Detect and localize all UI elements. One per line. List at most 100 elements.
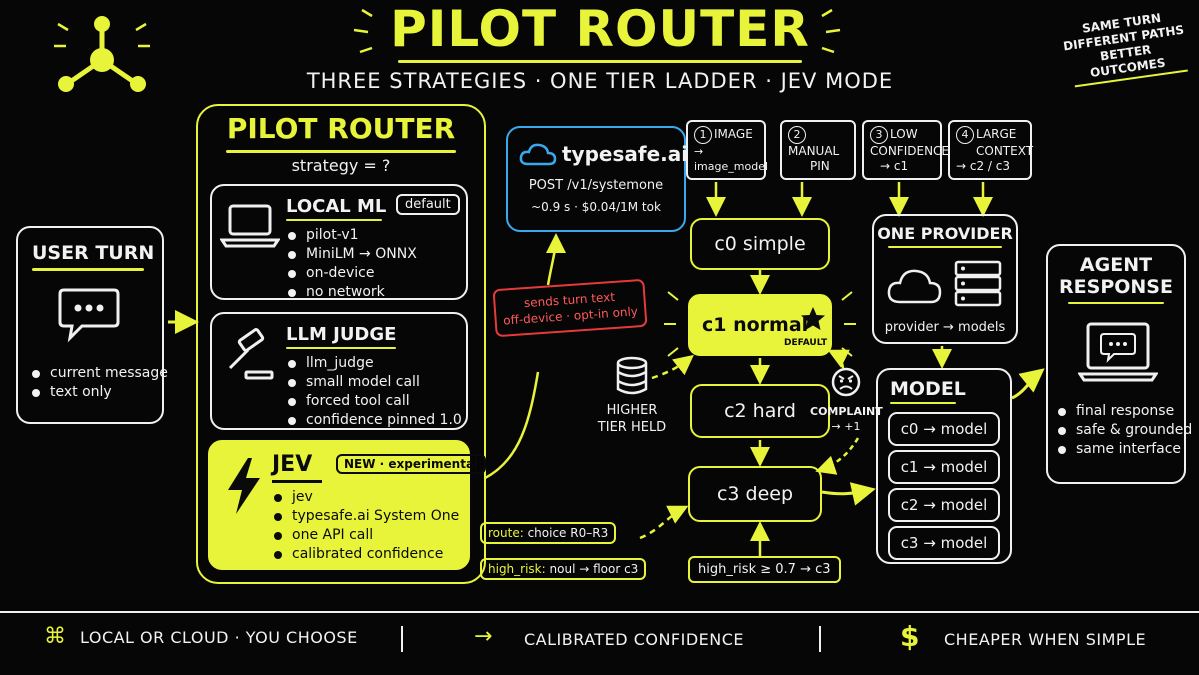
laptop-icon bbox=[220, 204, 280, 248]
trigger-line: PIN bbox=[810, 159, 830, 173]
user-turn-panel: USER TURN current message text only bbox=[16, 226, 168, 424]
provider-panel: ONE PROVIDER provider → models bbox=[872, 214, 1018, 344]
high-risk-tag: high_risk: noul → floor c3 bbox=[480, 558, 647, 580]
model-underline bbox=[890, 402, 956, 404]
trigger-number: 4 bbox=[956, 126, 974, 144]
cloud-server-icon bbox=[887, 260, 1002, 307]
list-item: calibrated confidence bbox=[272, 545, 459, 564]
model-row-c2: c2 → model bbox=[888, 488, 1000, 522]
command-icon: ⌘ bbox=[44, 624, 66, 649]
list-item: llm_judge bbox=[286, 354, 462, 373]
list-item: pilot-v1 bbox=[286, 226, 417, 245]
model-row-c0: c0 → model bbox=[888, 412, 1000, 446]
strategy-local-ml: LOCAL ML default pilot-v1 MiniLM → ONNX … bbox=[210, 184, 468, 300]
complaint-line-1: COMPLAINT bbox=[810, 405, 883, 418]
angry-face-icon bbox=[831, 367, 861, 397]
list-item: text only bbox=[30, 383, 168, 402]
trigger-line: CONTEXT bbox=[976, 144, 1034, 158]
page-subtitle: THREE STRATEGIES · ONE TIER LADDER · JEV… bbox=[306, 69, 894, 93]
footer-mid: CALIBRATED CONFIDENCE bbox=[524, 630, 745, 649]
list-item: MiniLM → ONNX bbox=[286, 245, 417, 264]
list-item: forced tool call bbox=[286, 392, 462, 411]
default-badge: default bbox=[396, 194, 460, 215]
trigger-line: MANUAL bbox=[788, 144, 840, 158]
user-turn-underline bbox=[32, 268, 144, 271]
gavel-icon bbox=[228, 328, 274, 380]
agent-title-line-1: AGENT bbox=[1079, 254, 1153, 276]
list-item: current message bbox=[30, 364, 168, 383]
agent-response-list: final response safe & grounded same inte… bbox=[1056, 402, 1192, 459]
tier-c0: c0 simple bbox=[690, 218, 830, 270]
arrow-right-icon: → bbox=[474, 624, 493, 649]
chat-bubble-icon bbox=[58, 288, 120, 343]
tier-c3: c3 deep bbox=[688, 466, 822, 522]
arrow-complaint-to-c3 bbox=[815, 437, 860, 475]
tier-c2: c2 hard bbox=[690, 384, 830, 438]
route-tag: route: choice R0–R3 bbox=[480, 522, 617, 544]
database-icon bbox=[616, 356, 648, 395]
list-item: same interface bbox=[1056, 440, 1192, 459]
strategy-jev: JEV NEW · experimental jev typesafe.ai S… bbox=[208, 440, 487, 570]
strategy-label: strategy = ? bbox=[291, 156, 391, 175]
route-value: choice R0–R3 bbox=[527, 526, 609, 540]
title-sparkle bbox=[353, 8, 841, 54]
local-ml-title: LOCAL ML bbox=[286, 196, 387, 217]
default-tier-badge: DEFAULT bbox=[784, 338, 828, 348]
typesafe-endpoint: POST /v1/systemone bbox=[528, 178, 664, 193]
local-ml-underline bbox=[286, 219, 382, 221]
typesafe-name: typesafe.ai bbox=[562, 142, 689, 166]
trigger-line: → c2 / c3 bbox=[956, 159, 1011, 173]
typesafe-panel: typesafe.ai POST /v1/systemone ~0.9 s · … bbox=[506, 126, 689, 232]
user-turn-title: USER TURN bbox=[32, 242, 155, 264]
trigger-line: → image_model bbox=[694, 145, 769, 173]
strategy-llm-judge: LLM JUDGE llm_judge small model call for… bbox=[210, 312, 468, 430]
provider-title: ONE PROVIDER bbox=[877, 224, 1013, 243]
list-item: small model call bbox=[286, 373, 462, 392]
arrow-c3-to-model bbox=[821, 482, 876, 506]
pilot-router-underline bbox=[226, 150, 456, 153]
complaint-line-2: → +1 bbox=[831, 420, 861, 433]
higher-tier-line-1: HIGHER bbox=[606, 403, 658, 418]
user-turn-list: current message text only bbox=[30, 364, 168, 402]
list-item: typesafe.ai System One bbox=[272, 507, 459, 526]
higher-tier-held-label: HIGHER TIER HELD bbox=[590, 402, 674, 436]
agent-response-panel: AGENT RESPONSE final response safe & gro… bbox=[1046, 244, 1192, 484]
agent-title-line-2: RESPONSE bbox=[1059, 276, 1173, 298]
trigger-line: IMAGE bbox=[714, 127, 753, 141]
list-item: jev bbox=[272, 488, 459, 507]
cloud-icon bbox=[519, 143, 557, 166]
title-underline bbox=[398, 60, 802, 63]
provider-underline bbox=[888, 246, 1002, 248]
star-icon bbox=[801, 307, 825, 330]
agent-underline bbox=[1068, 302, 1164, 304]
provider-caption: provider → models bbox=[884, 320, 1006, 335]
trigger-number: 3 bbox=[870, 126, 888, 144]
list-item: confidence pinned 1.0 bbox=[286, 411, 462, 430]
model-panel: MODEL bbox=[876, 368, 1012, 564]
jev-title: JEV bbox=[272, 452, 313, 477]
list-item: one API call bbox=[272, 526, 459, 545]
page-title: PILOT ROUTER bbox=[390, 0, 810, 58]
arrow-route-to-c3 bbox=[639, 505, 689, 540]
high-risk-threshold-tag: high_risk ≥ 0.7 → c3 bbox=[688, 556, 841, 583]
dollar-icon: $ bbox=[900, 620, 920, 653]
arrow-highertier-to-c1 bbox=[651, 354, 694, 380]
trigger-line: CONFIDENCE bbox=[870, 144, 950, 158]
footer-right: CHEAPER WHEN SIMPLE bbox=[944, 630, 1147, 649]
list-item: no network bbox=[286, 283, 417, 302]
pilot-router-title: PILOT ROUTER bbox=[226, 112, 456, 145]
risk-key: high_risk: bbox=[488, 562, 546, 576]
lightning-bolt-icon bbox=[228, 458, 260, 514]
c1-sparkle bbox=[664, 291, 856, 357]
arrow-jev-to-typesafe bbox=[484, 238, 556, 480]
tier-c1-label: c1 normal bbox=[702, 314, 809, 336]
model-row-c1: c1 → model bbox=[888, 450, 1000, 484]
higher-tier-line-2: TIER HELD bbox=[597, 420, 667, 435]
jev-list: jev typesafe.ai System One one API call … bbox=[272, 488, 459, 564]
trigger-number: 1 bbox=[694, 126, 712, 144]
laptop-chat-icon bbox=[1078, 322, 1158, 382]
complaint-label: COMPLAINT → +1 bbox=[810, 404, 883, 434]
